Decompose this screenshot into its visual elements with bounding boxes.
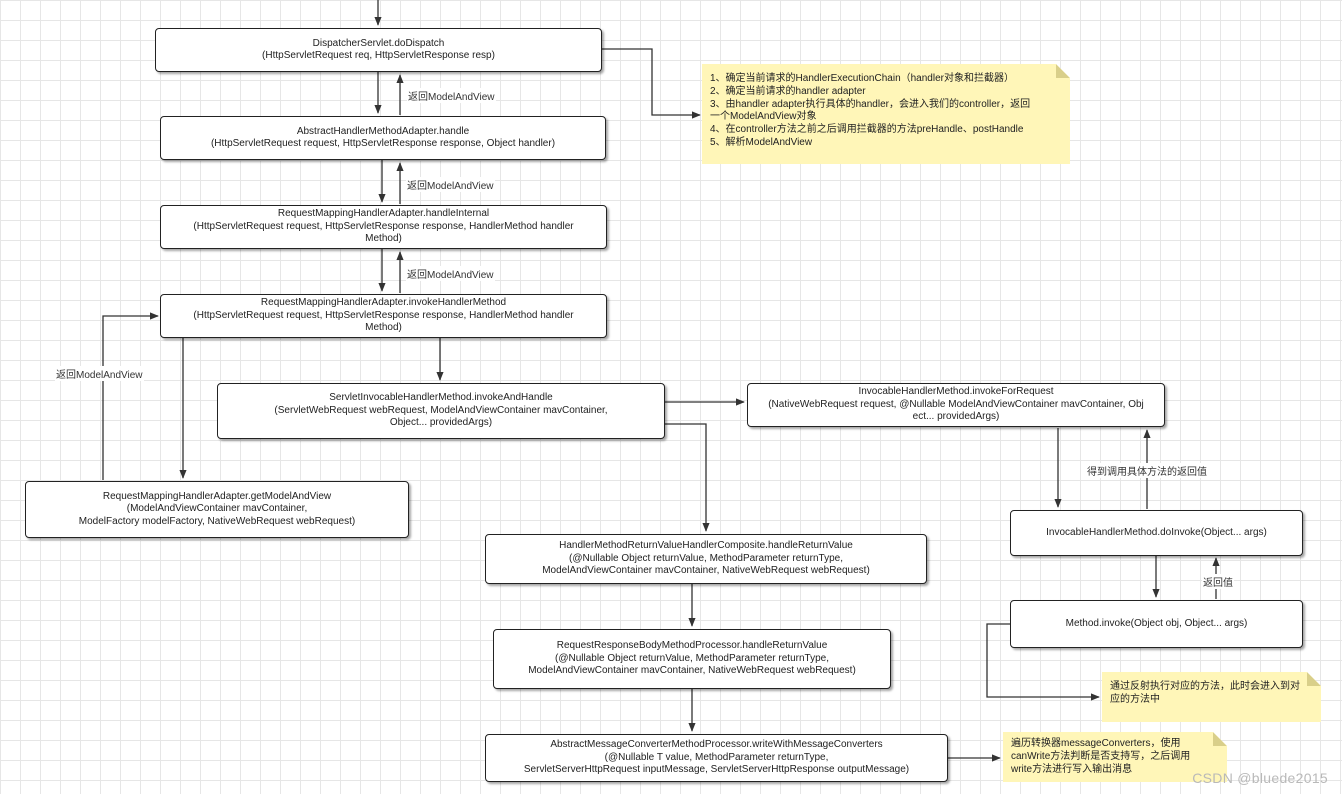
node-line: HandlerMethodReturnValueHandlerComposite…: [559, 540, 853, 552]
node-line: InvocableHandlerMethod.invokeForRequest: [858, 386, 1054, 398]
note-line: 应的方法中: [1110, 693, 1160, 705]
node-dispatcher-dodispatch[interactable]: DispatcherServlet.doDispatch (HttpServle…: [155, 28, 602, 72]
note-line: 通过反射执行对应的方法，此时会进入到对: [1110, 681, 1300, 692]
node-line: ect... providedArgs): [912, 411, 1000, 423]
node-line: Method): [365, 322, 402, 334]
node-line: AbstractHandlerMethodAdapter.handle: [296, 125, 470, 137]
edge-getmav-return: [102, 312, 159, 480]
node-line: (@Nullable Object returnValue, MethodPar…: [555, 652, 829, 664]
node-sihm-invokeandhandle[interactable]: ServletInvocableHandlerMethod.invokeAndH…: [217, 383, 665, 439]
node-ahma-handle[interactable]: AbstractHandlerMethodAdapter.handle (Htt…: [160, 116, 606, 160]
edge-label-return-mav: 返回ModelAndView: [407, 88, 496, 103]
node-method-invoke[interactable]: Method.invoke(Object obj, Object... args…: [1010, 600, 1303, 648]
note-line: 一个ModelAndView对象: [710, 111, 817, 123]
node-rmha-handleinternal[interactable]: RequestMappingHandlerAdapter.handleInter…: [160, 205, 607, 249]
node-line: (@Nullable T value, MethodParameter retu…: [604, 751, 829, 763]
node-rmha-getmodelandview[interactable]: RequestMappingHandlerAdapter.getModelAnd…: [25, 481, 409, 538]
edge-label-return-value: 返回值: [1202, 574, 1234, 589]
node-line: Method.invoke(Object obj, Object... args…: [1065, 617, 1248, 629]
node-line: (HttpServletRequest request, HttpServlet…: [193, 309, 574, 321]
node-line: ServletInvocableHandlerMethod.invokeAndH…: [329, 392, 553, 404]
note-line: 2、确定当前请求的handler adapter: [710, 85, 866, 97]
node-line: Method): [365, 233, 402, 245]
node-line: Object... providedArgs): [389, 417, 493, 429]
node-line: (NativeWebRequest request, @Nullable Mod…: [768, 398, 1144, 410]
note-line: 4、在controller方法之前之后调用拦截器的方法preHandle、pos…: [710, 124, 1024, 136]
note-line: 5、解析ModelAndView: [710, 136, 813, 148]
node-line: ModelFactory modelFactory, NativeWebRequ…: [78, 515, 356, 527]
note-line: write方法进行写入输出消息: [1011, 763, 1133, 775]
node-line: RequestMappingHandlerAdapter.getModelAnd…: [102, 490, 332, 502]
node-line: ServletServerHttpRequest inputMessage, S…: [523, 764, 910, 776]
node-amcmp-writewithmessageconverters[interactable]: AbstractMessageConverterMethodProcessor.…: [485, 734, 948, 782]
edge-dispatch-note: [602, 48, 701, 119]
node-line: AbstractMessageConverterMethodProcessor.…: [550, 739, 883, 751]
node-line: RequestMappingHandlerAdapter.invokeHandl…: [260, 297, 507, 309]
note-dispatch-steps: 1、确定当前请求的HandlerExecutionChain（handler对象…: [702, 64, 1070, 164]
edge-label-return-mav: 返回ModelAndView: [406, 266, 495, 281]
note-line: 1、确定当前请求的HandlerExecutionChain（handler对象…: [710, 73, 1014, 84]
node-line: InvocableHandlerMethod.doInvoke(Object..…: [1046, 526, 1267, 538]
node-line: (HttpServletRequest req, HttpServletResp…: [262, 50, 495, 61]
node-line: (HttpServletRequest request, HttpServlet…: [193, 220, 574, 232]
note-reflect: 通过反射执行对应的方法，此时会进入到对 应的方法中: [1102, 672, 1321, 722]
node-line: ModelAndViewContainer mavContainer, Nati…: [528, 665, 856, 677]
node-line: (ServletWebRequest webRequest, ModelAndV…: [274, 404, 608, 416]
node-line: DispatcherServlet.doDispatch: [312, 37, 445, 49]
node-line: RequestResponseBodyMethodProcessor.handl…: [556, 640, 828, 652]
node-line: (HttpServletRequest request, HttpServlet…: [210, 138, 556, 149]
node-ihm-invokeforrequest[interactable]: InvocableHandlerMethod.invokeForRequest …: [747, 383, 1165, 427]
node-line: ModelAndViewContainer mavContainer, Nati…: [542, 565, 870, 577]
note-line: 遍历转换器messageConverters，使用: [1011, 738, 1181, 749]
watermark: CSDN @bluede2015: [1192, 770, 1328, 786]
note-line: canWrite方法判断是否支持写，之后调用: [1011, 750, 1191, 762]
node-rrbmp-handlereturnvalue[interactable]: RequestResponseBodyMethodProcessor.handl…: [493, 629, 891, 689]
edge-sihm-to-hmrv: [665, 423, 710, 532]
note-line: 3、由handler adapter执行具体的handler，会进入我们的con…: [710, 98, 1031, 110]
node-line: (ModelAndViewContainer mavContainer,: [126, 503, 308, 515]
node-hmrv-handlereturnvalue[interactable]: HandlerMethodReturnValueHandlerComposite…: [485, 534, 927, 584]
edge-label-return-mav-left: 返回ModelAndView: [55, 366, 144, 381]
edge-label-get-return-value: 得到调用具体方法的返回值: [1086, 463, 1208, 478]
node-ihm-doinvoke[interactable]: InvocableHandlerMethod.doInvoke(Object..…: [1010, 510, 1303, 556]
node-line: (@Nullable Object returnValue, MethodPar…: [569, 552, 843, 564]
node-line: RequestMappingHandlerAdapter.handleInter…: [277, 208, 490, 220]
edge-label-return-mav: 返回ModelAndView: [406, 177, 495, 192]
edge-method-note: [986, 623, 1100, 701]
node-rmha-invokehandlermethod[interactable]: RequestMappingHandlerAdapter.invokeHandl…: [160, 294, 607, 338]
note-converters: 遍历转换器messageConverters，使用 canWrite方法判断是否…: [1003, 732, 1227, 782]
